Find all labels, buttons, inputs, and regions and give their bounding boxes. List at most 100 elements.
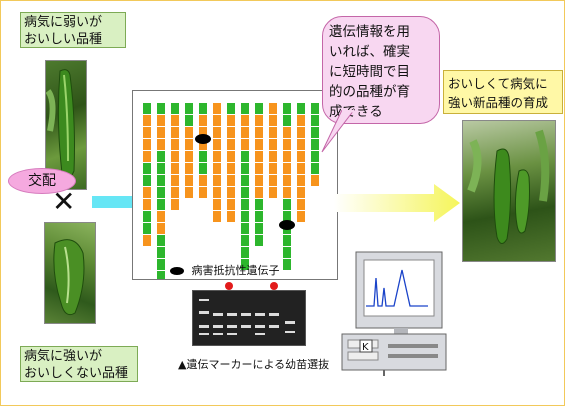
chromosome-segment bbox=[269, 115, 277, 126]
chromosome-segment bbox=[227, 163, 235, 174]
chromosome-segment bbox=[157, 247, 165, 258]
chromosome-segment bbox=[157, 223, 165, 234]
resistance-gene-marker-icon bbox=[279, 220, 295, 230]
chromosome-segment bbox=[227, 187, 235, 198]
chromosome-segment bbox=[283, 199, 291, 210]
chromosome-segment bbox=[241, 115, 249, 126]
chromosome-segment bbox=[297, 187, 305, 198]
chromosome-segment bbox=[241, 175, 249, 186]
chromosome-segment bbox=[283, 163, 291, 174]
legend: 病害抵抗性遺伝子 bbox=[170, 262, 280, 278]
chromosome-segment bbox=[283, 115, 291, 126]
gel-caption: ▲遺伝マーカーによる幼苗選抜 bbox=[178, 358, 330, 371]
resistance-gene-marker-icon bbox=[195, 134, 211, 144]
chromosome-segment bbox=[171, 175, 179, 186]
new-variety-photo bbox=[462, 120, 556, 262]
chromosome-segment bbox=[283, 247, 291, 258]
chromosome-segment bbox=[185, 187, 193, 198]
chromosome-segment bbox=[283, 211, 291, 222]
chromosome-segment bbox=[283, 235, 291, 246]
chromosome-segment bbox=[255, 163, 263, 174]
chromosome-segment bbox=[311, 151, 319, 162]
chromosome-segment bbox=[185, 175, 193, 186]
chromosome-segment bbox=[157, 259, 165, 270]
result-line1: おいしくて病気に bbox=[448, 76, 548, 91]
chromosome-segment bbox=[255, 223, 263, 234]
chromosome-segment bbox=[269, 127, 277, 138]
chromosome-segment bbox=[157, 199, 165, 210]
bubble-line2: いれば、確実 bbox=[329, 44, 410, 60]
yellow-arrow bbox=[334, 184, 460, 222]
chromosome-segment bbox=[185, 103, 193, 114]
bubble-tail bbox=[321, 110, 355, 153]
chromosome-segment bbox=[171, 115, 179, 126]
chromosome-segment bbox=[255, 211, 263, 222]
chromosome-segment bbox=[269, 139, 277, 150]
chromosome-segment bbox=[143, 151, 151, 162]
chromosome-segment bbox=[227, 211, 235, 222]
cross-symbol: ✕ bbox=[52, 185, 76, 218]
chromosome-segment bbox=[297, 115, 305, 126]
chromosome-panel bbox=[132, 90, 338, 282]
chromosome-segment bbox=[269, 163, 277, 174]
chromosome-segment bbox=[143, 115, 151, 126]
chromosome-segment bbox=[283, 187, 291, 198]
chromosome-segment bbox=[255, 103, 263, 114]
cyan-arrow bbox=[92, 196, 134, 208]
chromosome-segment bbox=[171, 199, 179, 210]
chromosome-segment bbox=[185, 151, 193, 162]
chromosome-segment bbox=[311, 175, 319, 186]
resistance-gene-marker-icon bbox=[170, 267, 184, 275]
chromosome-segment bbox=[297, 151, 305, 162]
chromosome-segment bbox=[241, 199, 249, 210]
chromosome-segment bbox=[255, 235, 263, 246]
strong-bland-line2: おいしくない品種 bbox=[24, 366, 129, 381]
chromosome-segment bbox=[157, 271, 165, 282]
chromosome-segment bbox=[297, 103, 305, 114]
pepper-icon bbox=[53, 239, 85, 316]
weak-tasty-variety-label: 病気に弱いが おいしい品種 bbox=[20, 12, 126, 48]
chromosome-segment bbox=[171, 139, 179, 150]
new-variety-label: おいしくて病気に 強い新品種の育成 bbox=[443, 70, 563, 114]
chromosome-segment bbox=[311, 115, 319, 126]
chromosome-segment bbox=[199, 151, 207, 162]
chromosome-segment bbox=[213, 103, 221, 114]
chromosome-segment bbox=[241, 151, 249, 162]
chromosome-segment bbox=[213, 115, 221, 126]
info-bubble: 遺伝情報を用 いれば、確実 に短時間で目 的の品種が育 成できる bbox=[322, 16, 440, 124]
computer-icon: K bbox=[341, 251, 447, 376]
chromosome-segment bbox=[241, 247, 249, 258]
chromosome-segment bbox=[157, 187, 165, 198]
chromosome-segment bbox=[269, 151, 277, 162]
chromosome-segment bbox=[143, 127, 151, 138]
chromosome-segment bbox=[143, 187, 151, 198]
chromosome-segment bbox=[213, 175, 221, 186]
chromosome-segment bbox=[171, 127, 179, 138]
chromosome-segment bbox=[143, 211, 151, 222]
chromosome-segment bbox=[297, 199, 305, 210]
chromosome-segment bbox=[297, 139, 305, 150]
chromosome-segment bbox=[283, 175, 291, 186]
chromosome-segment bbox=[157, 163, 165, 174]
weak-tasty-line2: おいしい品種 bbox=[24, 32, 103, 47]
chromosome-segment bbox=[213, 211, 221, 222]
chromosome-segment bbox=[297, 175, 305, 186]
chromosome-segment bbox=[283, 151, 291, 162]
weak-tasty-line1: 病気に弱いが bbox=[24, 15, 103, 30]
legend-label: 病害抵抗性遺伝子 bbox=[191, 264, 280, 277]
chromosome-segment bbox=[171, 187, 179, 198]
chromosome-segment bbox=[157, 103, 165, 114]
chromosome-segment bbox=[199, 127, 207, 138]
chromosome-segment bbox=[255, 115, 263, 126]
chromosome-segment bbox=[171, 151, 179, 162]
bubble-line3: に短時間で目 bbox=[329, 64, 410, 80]
chromosome-segment bbox=[227, 127, 235, 138]
chromosome-segment bbox=[255, 175, 263, 186]
chromosome-segment bbox=[255, 127, 263, 138]
chromosome-segment bbox=[171, 103, 179, 114]
chromosome-segment bbox=[227, 199, 235, 210]
chromosome-segment bbox=[157, 151, 165, 162]
chromosome-segment bbox=[157, 127, 165, 138]
result-line2: 強い新品種の育成 bbox=[448, 95, 549, 110]
electrophoresis-gel-icon bbox=[192, 290, 306, 346]
